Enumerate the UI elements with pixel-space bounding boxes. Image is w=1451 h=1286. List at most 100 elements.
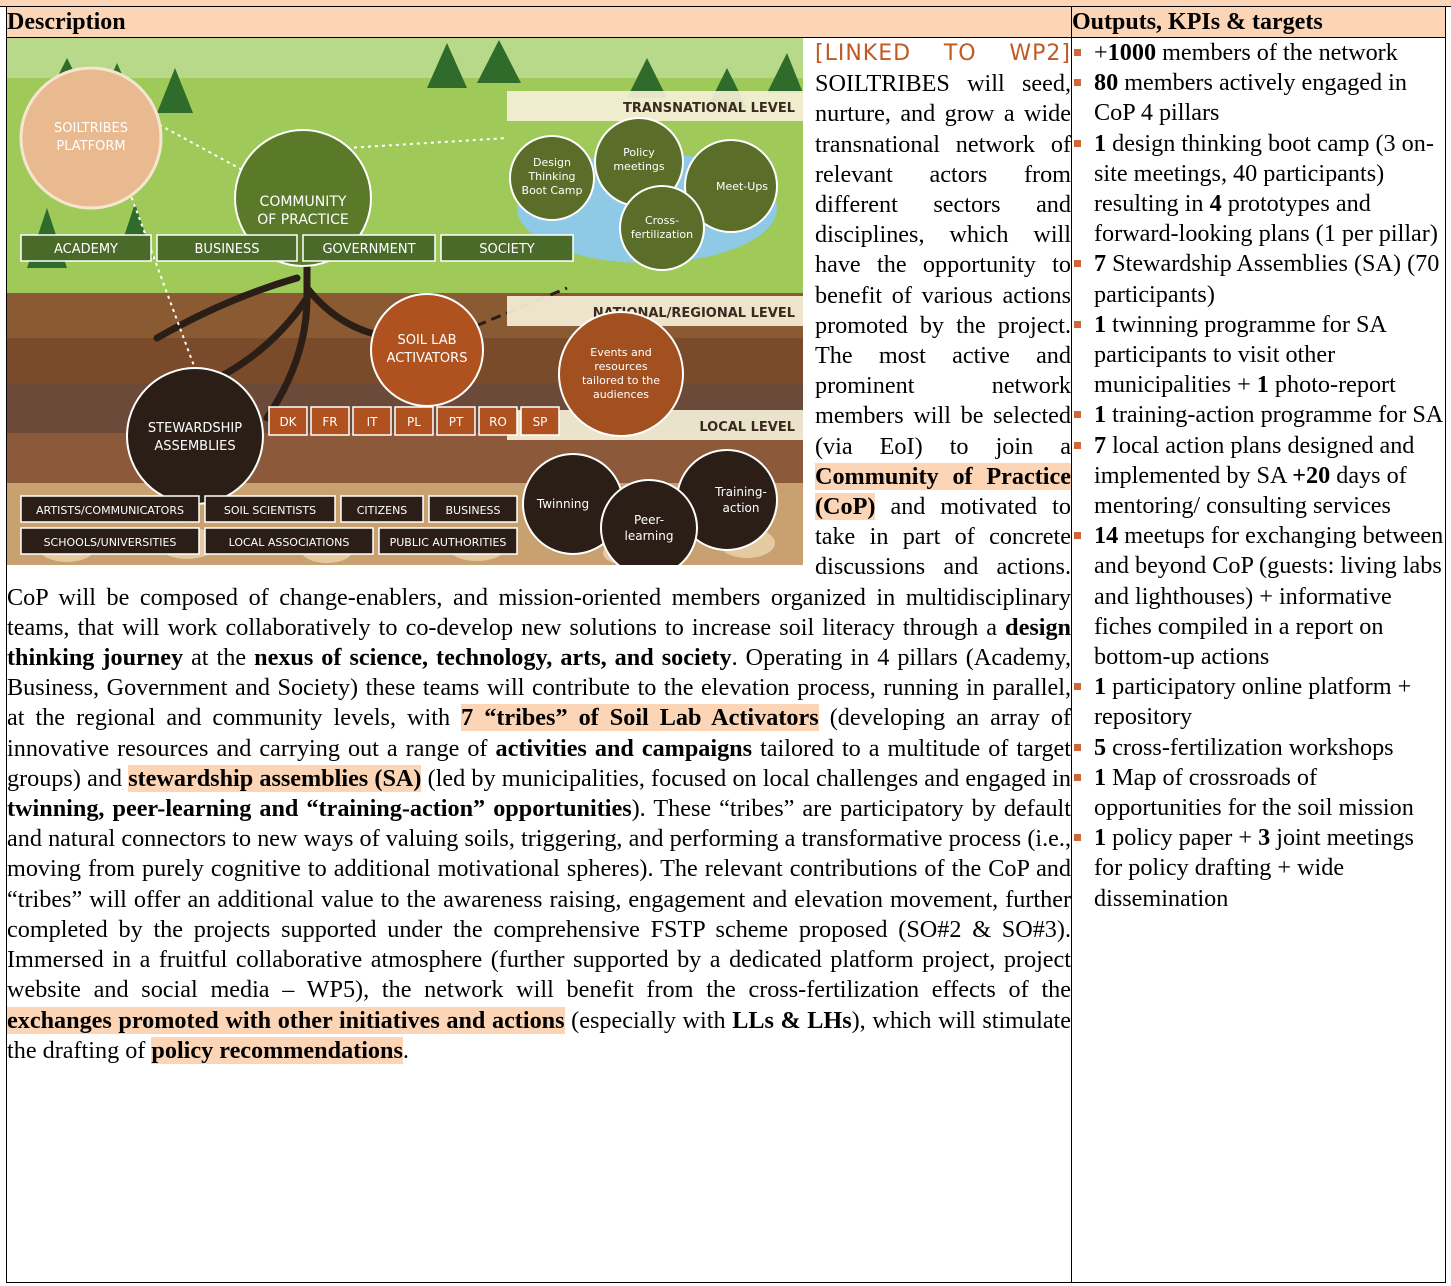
events-label-4: audiences [593,388,649,401]
kpi-item: 1 participatory online platform + reposi… [1072,672,1445,732]
pillar-government: GOVERNMENT [322,242,415,257]
cross-label-1: Cross- [645,214,679,227]
kpi-item: 14 meetups for exchanging between and be… [1072,521,1445,672]
kpi-number: 1 [1094,310,1107,338]
pillar-society: SOCIETY [479,242,535,257]
training-label-1: Training- [714,485,767,499]
country-pt: PT [449,415,464,429]
events-label-1: Events and [590,346,651,359]
desc-part-4: . Operating in 4 pillars (Academy, Busin… [7,644,1072,732]
actor-citizens: CITIZENS [357,504,408,517]
kpi-item: 5 cross-fertilization workshops [1072,733,1445,763]
kpi-number: 1 [1094,401,1107,429]
actor-local-associations: LOCAL ASSOCIATIONS [229,536,350,549]
kpi-text: days of mentoring/ consulting services [1094,461,1407,520]
wp2-link[interactable]: [LINKED TO WP2] [815,41,1071,66]
country-pl: PL [407,415,421,429]
kpi-text: members of the network [1156,39,1398,66]
description-cell: TRANSNATIONAL LEVEL NATIONAL/REGIONAL LE… [6,37,1072,1283]
policy-label-2: meetings [613,160,665,173]
desc-part-8: ). These “tribes” are participatory by d… [7,795,1071,1004]
desc-part-7: (led by municipalities, focused on local… [421,764,1071,792]
kpis-header: Outputs, KPIs & targets [1071,6,1446,38]
activities-bold: activities and campaigns [495,734,753,762]
platform-label-1: SOILTRIBES [54,121,128,136]
stewardship-label-2: ASSEMBLIES [154,439,235,454]
kpi-number: 1 [1094,763,1107,791]
kpi-number: 7 [1094,250,1107,278]
desc-part-5: (developing an array of innovative resou… [7,704,1071,762]
exchanges-highlight: exchanges promoted with other initiative… [7,1006,565,1034]
description-header: Description [6,6,1072,38]
stewardship-label-1: STEWARDSHIP [148,421,242,436]
kpi-item: +1000 members of the network [1072,38,1445,68]
kpi-number: 14 [1094,522,1119,550]
kpi-item: 1 design thinking boot camp (3 on-site m… [1072,129,1445,250]
desc-part-10: ), which will stimulate the drafting of [7,1006,1072,1064]
country-sp: SP [533,415,548,429]
tribes-highlight: 7 “tribes” of Soil Lab Activators [461,704,819,732]
kpi-number: 7 [1094,431,1107,459]
training-label-2: action [723,501,760,515]
country-dk: DK [279,415,297,429]
activators-label-2: ACTIVATORS [387,351,468,366]
description-text: [LINKED TO WP2] SOILTRIBES will seed, nu… [7,38,1071,1066]
desc-part-9: (especially with [564,1006,733,1034]
pillar-academy: ACADEMY [54,242,118,257]
design-label-3: Boot Camp [522,184,583,197]
design-thinking-bold: design thinking journey [7,613,1071,672]
kpi-item: 80 members actively engaged in CoP 4 pil… [1072,68,1445,128]
kpi-number: 1 [1256,371,1269,399]
desc-part-6: tailored to a multitude of target groups… [7,734,1072,792]
kpi-item: 1 training-action programme for SA [1072,400,1445,430]
kpi-text: photo-report [1268,371,1396,399]
twinning-label: Twinning [536,497,589,511]
kpi-item: 7 local action plans designed and implem… [1072,431,1445,522]
desc-part-2: and motivated to take in part of concret… [7,493,1071,641]
kpi-text: cross-fertilization workshops [1106,733,1394,761]
desc-part-3: at the [183,644,255,672]
platform-label-2: PLATFORM [56,139,125,154]
kpi-number: 1 [1094,824,1107,852]
actor-soil-scientists: SOIL SCIENTISTS [224,504,316,517]
kpi-number: 4 [1209,190,1222,218]
kpi-number: +20 [1292,461,1331,489]
meetups-label: Meet-Ups [716,180,768,193]
cop-label-2: OF PRACTICE [257,212,349,228]
actor-schools: SCHOOLS/UNIVERSITIES [44,536,177,549]
kpi-text: Stewardship Assemblies (SA) (70 particip… [1094,250,1440,308]
kpi-number: 5 [1094,733,1107,761]
policy-label-1: Policy [623,146,655,159]
kpi-text: training-action programme for SA [1106,401,1444,429]
kpi-text: prototypes and forward-looking plans (1 … [1094,190,1438,248]
events-label-3: tailored to the [582,374,660,387]
kpi-number: 1 [1094,673,1107,701]
kpi-text: members actively engaged in CoP 4 pillar… [1094,69,1407,127]
kpi-text: joint meetings for policy drafting + wid… [1094,824,1414,912]
peer-label-2: learning [625,529,674,543]
kpi-number: 80 [1094,69,1119,97]
transnational-level-label: TRANSNATIONAL LEVEL [623,101,795,116]
kpi-text: design thinking boot camp (3 on-site mee… [1094,129,1434,218]
country-it: IT [367,415,379,429]
kpi-text: policy paper + [1106,824,1259,852]
twinning-bold: twinning, peer-learning and “training-ac… [7,795,632,823]
kpi-number: 1 [1094,129,1107,157]
desc-part-11: . [402,1036,409,1064]
kpi-text: Map of crossroads of opportunities for t… [1094,763,1414,822]
policy-highlight: policy recommendations [151,1036,403,1064]
activators-label-1: SOIL LAB [397,333,456,348]
kpi-text: local action plans designed and implemen… [1094,431,1415,489]
design-label-1: Design [533,156,571,169]
wp-table: Description Outputs, KPIs & targets [6,6,1446,1283]
actor-public-authorities: PUBLIC AUTHORITIES [390,536,507,549]
kpi-item: 1 Map of crossroads of opportunities for… [1072,763,1445,823]
kpi-item: 1 twinning programme for SA participants… [1072,310,1445,401]
kpi-number: 1000 [1107,39,1157,66]
kpi-text: twinning programme for SA participants t… [1094,310,1386,399]
soiltribes-diagram: TRANSNATIONAL LEVEL NATIONAL/REGIONAL LE… [7,38,803,565]
peer-label-1: Peer- [634,513,664,527]
actor-business: BUSINESS [446,504,501,517]
